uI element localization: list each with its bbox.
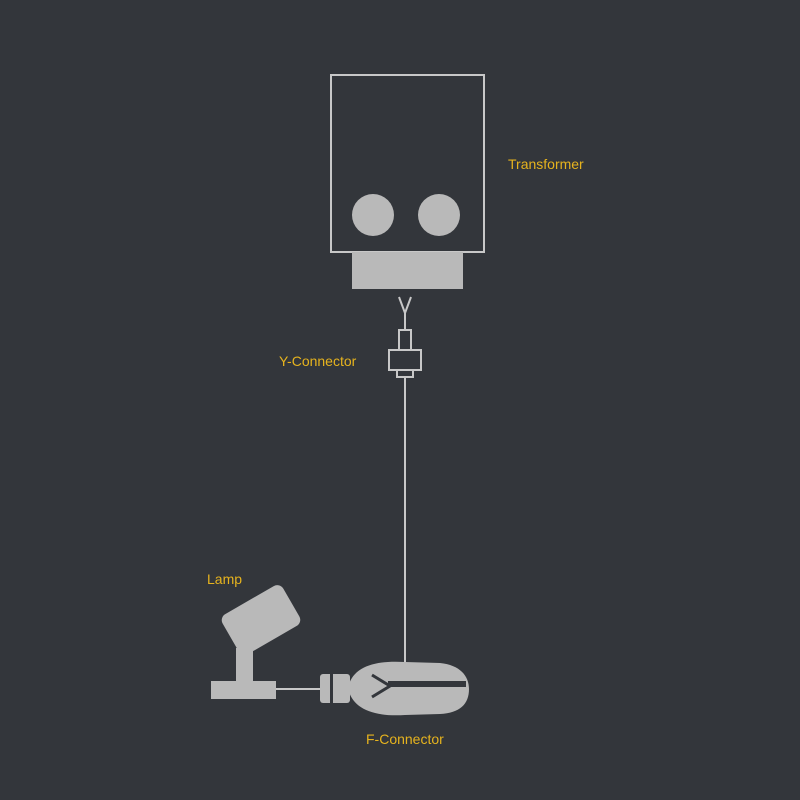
transformer-body bbox=[330, 74, 485, 253]
f-connector-plug-ring bbox=[330, 674, 333, 703]
transformer-socket-right bbox=[418, 194, 460, 236]
transformer bbox=[330, 74, 485, 289]
lamp-stem bbox=[236, 648, 253, 682]
transformer-socket-left bbox=[352, 194, 394, 236]
f-connector-slot bbox=[388, 681, 466, 687]
y-connector-fork bbox=[398, 296, 412, 330]
y-connector bbox=[388, 296, 422, 378]
f-connector-plug bbox=[320, 674, 350, 703]
lamp-label: Lamp bbox=[207, 571, 243, 587]
transformer-base bbox=[352, 252, 463, 289]
lamp bbox=[211, 585, 301, 699]
f-connector-label: F-Connector bbox=[366, 731, 444, 747]
lamp-head bbox=[221, 585, 301, 655]
lamp-base bbox=[211, 681, 276, 699]
y-connector-bottom bbox=[396, 369, 414, 378]
y-connector-body bbox=[388, 349, 422, 371]
y-connector-label: Y-Connector bbox=[279, 353, 357, 369]
transformer-label: Transformer bbox=[508, 156, 584, 172]
f-connector-body bbox=[348, 661, 469, 716]
f-connector bbox=[320, 661, 469, 716]
f-connector-notch bbox=[371, 673, 393, 699]
y-connector-cap bbox=[398, 329, 412, 351]
